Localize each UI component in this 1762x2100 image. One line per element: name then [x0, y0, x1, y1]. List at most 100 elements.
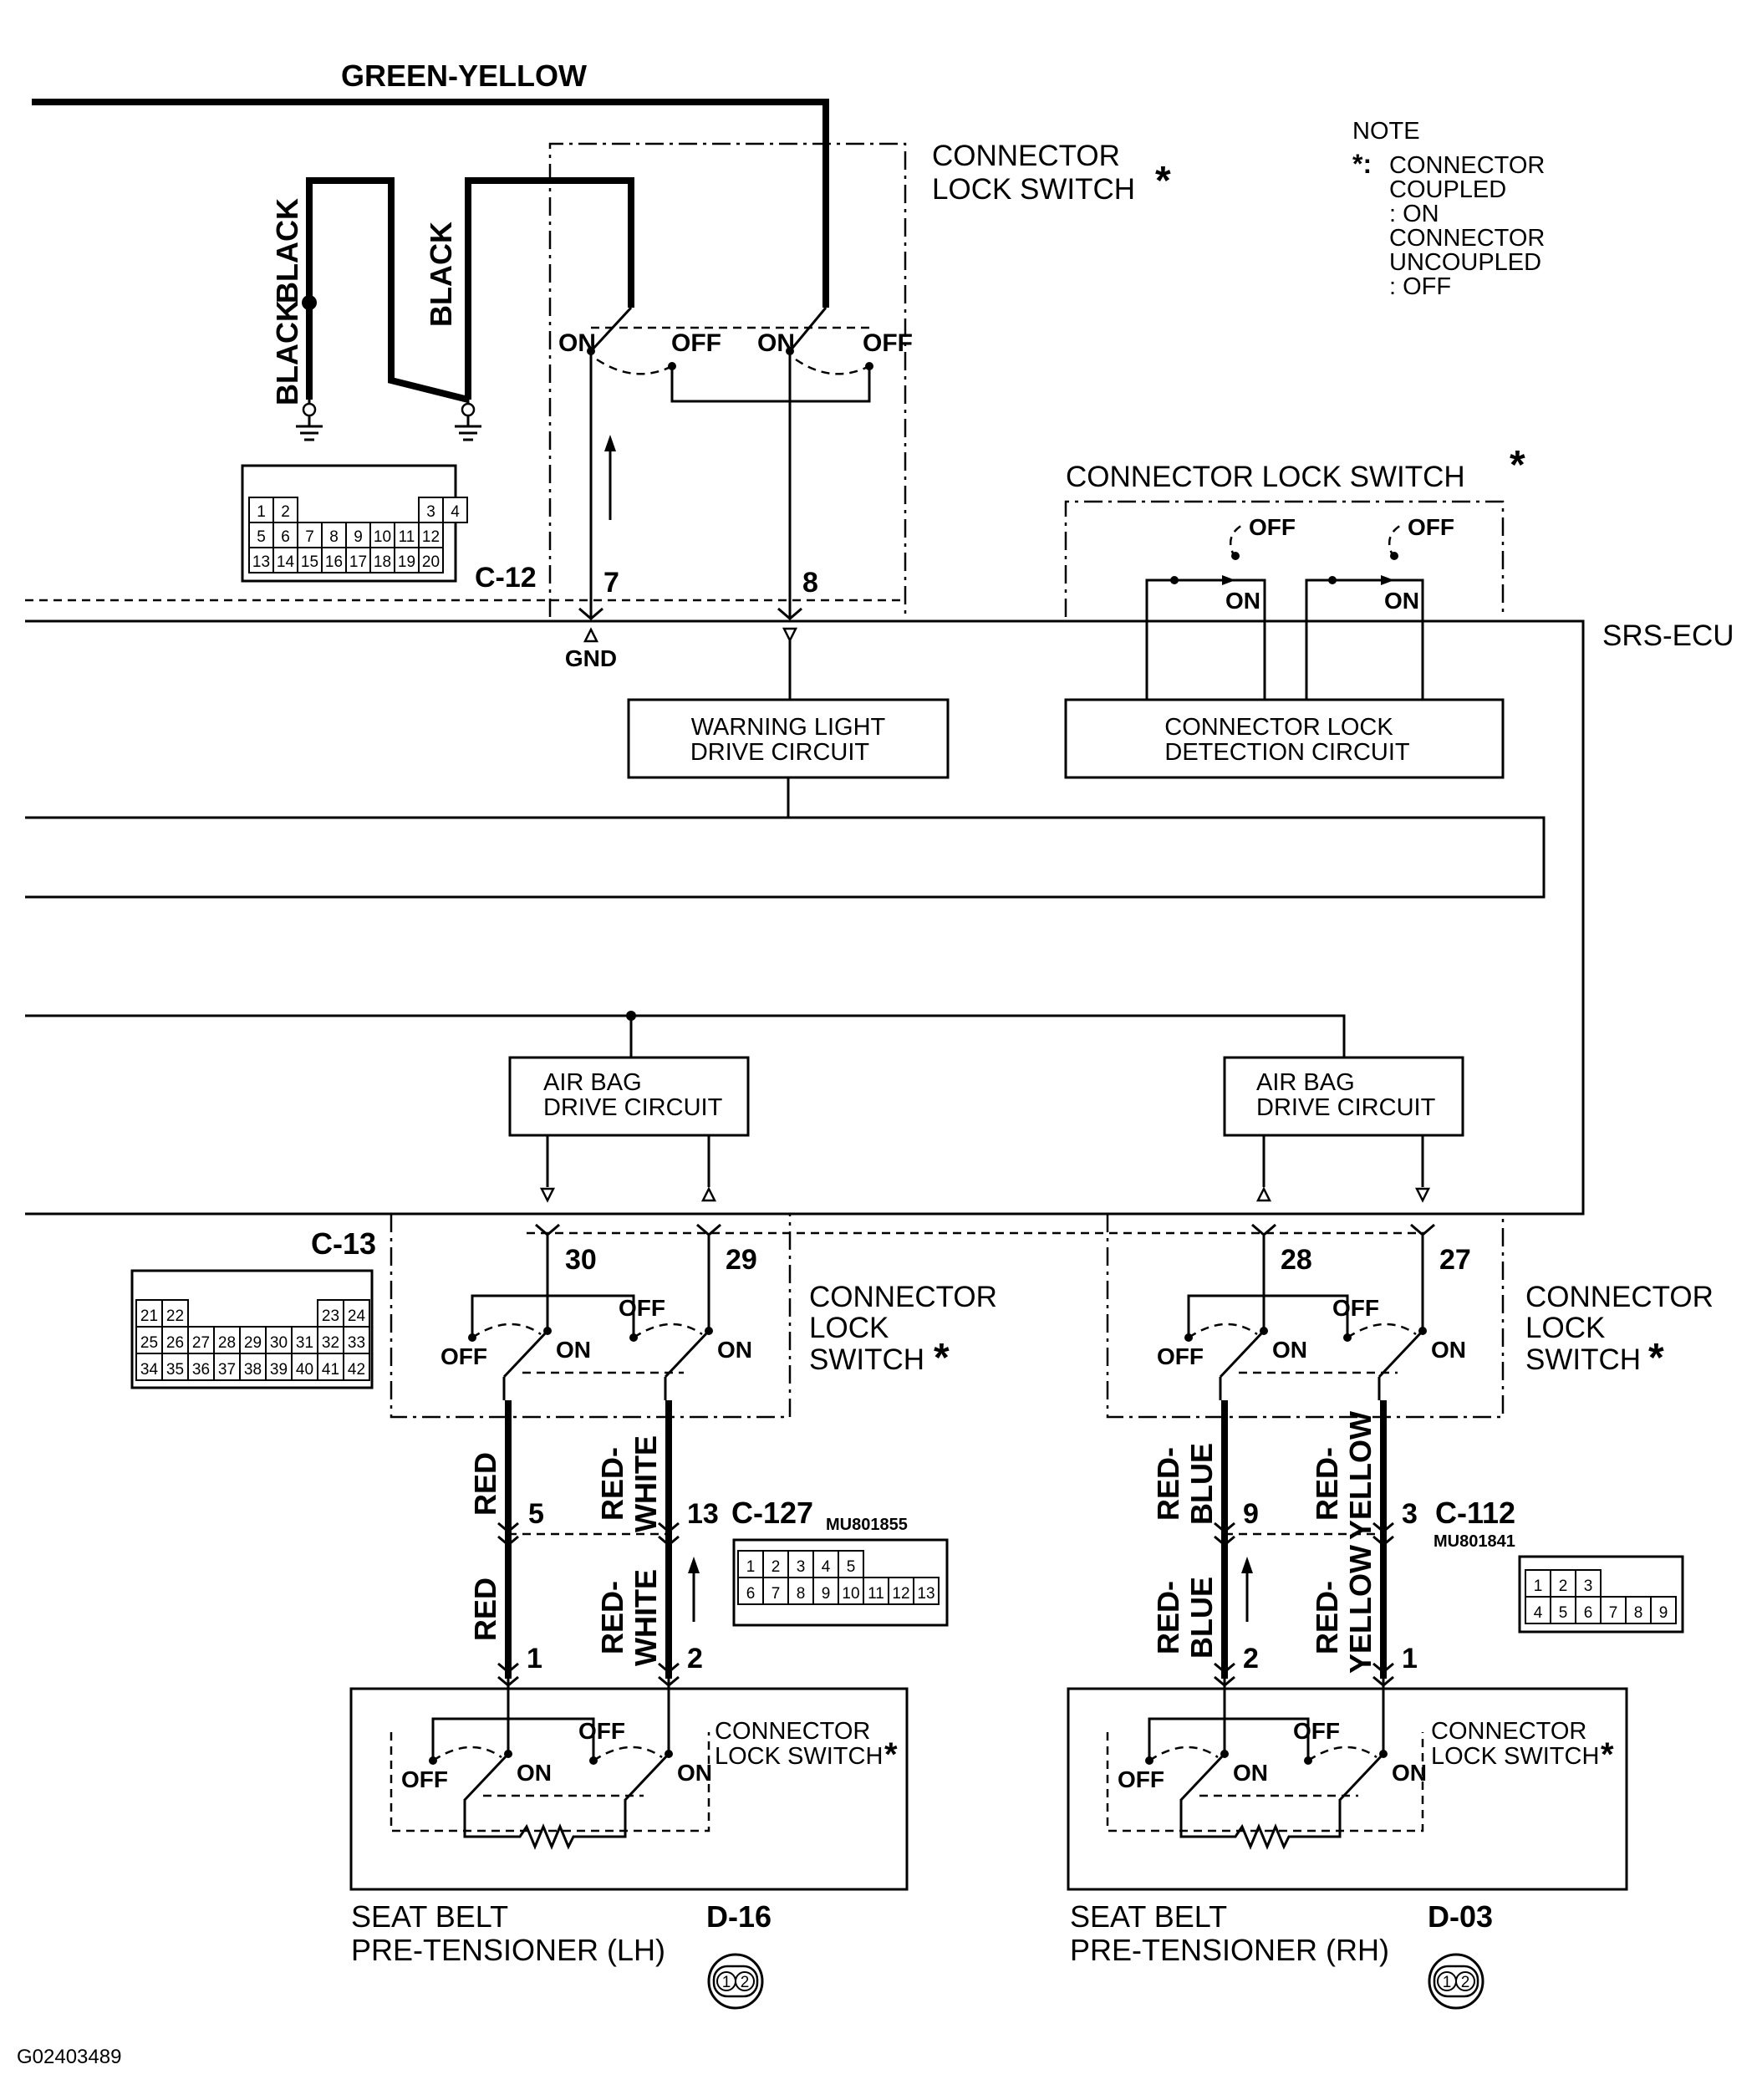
- connector-cavity: [345, 547, 371, 573]
- cavity-number: 3: [1584, 1578, 1593, 1595]
- note-line: COUPLED: [1389, 176, 1506, 203]
- pin-label: 28: [1281, 1244, 1312, 1276]
- ground-symbol: [296, 400, 323, 441]
- cavity-number: 13: [252, 553, 270, 571]
- pin-label: 29: [726, 1244, 757, 1276]
- connector-cavity: [321, 547, 347, 573]
- wire-color-label: YELLOW: [1343, 1545, 1378, 1674]
- warning-light-drive-circuit: WARNING LIGHT DRIVE CIRCUIT: [627, 698, 950, 818]
- cavity-number: 4: [822, 1558, 831, 1576]
- connector-cavity: [265, 1353, 293, 1381]
- connector-cavity: [838, 1550, 864, 1578]
- cavity-number: 17: [349, 553, 367, 571]
- component-label: PRE-TENSIONER (LH): [351, 1933, 665, 1967]
- cavity-number: 19: [398, 553, 415, 571]
- cavity-number: 4: [451, 503, 460, 521]
- cavity-number: 26: [166, 1334, 184, 1352]
- connector-cavity: [297, 547, 323, 573]
- cavity-number: 5: [1559, 1604, 1568, 1622]
- cavity-number: 21: [140, 1307, 158, 1325]
- wire-color-label: RED-: [1151, 1447, 1185, 1521]
- wire-color-label: RED-: [1310, 1447, 1344, 1521]
- cavity-number: 8: [329, 528, 339, 546]
- wire-color-label: YELLOW: [1343, 1411, 1378, 1540]
- connector-cavity: [1650, 1596, 1677, 1624]
- part-number-label: MU801855: [826, 1516, 908, 1534]
- cavity-number: 6: [281, 528, 290, 546]
- connector-c12-label: C-12: [475, 562, 537, 594]
- switch-label: LOCK SWITCH: [715, 1743, 883, 1770]
- part-number-label: MU801841: [1434, 1532, 1515, 1551]
- cavity-number: 39: [270, 1361, 288, 1379]
- switch-label: CONNECTOR: [932, 140, 1120, 172]
- cavity-number: 4: [1534, 1604, 1543, 1622]
- off-label: OFF: [578, 1718, 625, 1744]
- connector-cavity: [248, 547, 274, 573]
- block-label: DRIVE CIRCUIT: [1256, 1094, 1436, 1121]
- cavity-number: 5: [257, 528, 266, 546]
- black-wire-label: BLACK: [270, 300, 304, 405]
- resistor-icon: [463, 1799, 627, 1850]
- connector-cavity: [213, 1353, 241, 1381]
- cavity-number: 30: [270, 1334, 288, 1352]
- cavity-number: 31: [296, 1334, 313, 1352]
- pin-label: 27: [1439, 1244, 1471, 1276]
- block-label: AIR BAG: [543, 1069, 642, 1096]
- cavity-number: 20: [422, 553, 440, 571]
- cavity-number: 16: [325, 553, 343, 571]
- off-label: OFF: [1332, 1295, 1379, 1321]
- cavity-number: 6: [746, 1585, 756, 1603]
- on-label: ON: [1272, 1337, 1307, 1363]
- switch-label: SWITCH: [1525, 1343, 1641, 1376]
- connector-cavity: [913, 1577, 940, 1605]
- switch-label: SWITCH: [809, 1343, 924, 1376]
- cavity-number: 10: [842, 1585, 859, 1603]
- connector-cavity: [135, 1353, 163, 1381]
- block-label: CONNECTOR LOCK: [1164, 714, 1393, 741]
- connector-cavity: [213, 1326, 241, 1354]
- cavity-number: 8: [797, 1585, 806, 1603]
- cavity-number: 10: [374, 528, 391, 546]
- cavity-number: 7: [305, 528, 314, 546]
- cavity-number: 2: [772, 1558, 781, 1576]
- off-label: OFF: [401, 1766, 448, 1792]
- component-label: SEAT BELT: [1070, 1899, 1227, 1934]
- off-label: OFF: [671, 329, 721, 357]
- on-label: ON: [1225, 588, 1260, 614]
- cavity-number: 28: [218, 1334, 236, 1352]
- switch-label: LOCK SWITCH: [1431, 1743, 1599, 1770]
- cavity-number: 2: [281, 503, 290, 521]
- cavity-number: 11: [868, 1585, 884, 1603]
- cavity-number: 41: [322, 1361, 339, 1379]
- star-icon: *:: [1352, 149, 1372, 179]
- cavity-number: 13: [917, 1585, 934, 1603]
- cavity-number: 32: [322, 1334, 339, 1352]
- block-label: WARNING LIGHT: [691, 714, 886, 741]
- cavity-number: 3: [426, 503, 435, 521]
- connector-cavity: [297, 522, 323, 548]
- air-bag-drive-circuit-right: AIR BAG DRIVE CIRCUIT: [1223, 1056, 1464, 1203]
- srs-ecu-outline: SRS-ECU: [25, 619, 1734, 1216]
- wire-color-label: WHITE: [629, 1569, 663, 1666]
- cavity-number: 36: [192, 1361, 210, 1379]
- connector-cavity: [343, 1353, 370, 1381]
- ecu-connector-lock-switch: CONNECTOR LOCK SWITCH * OFF ON OFF ON: [1064, 443, 1525, 700]
- connector-cavity: [1525, 1596, 1551, 1624]
- connector-cavity: [343, 1299, 370, 1328]
- pin-label: 30: [565, 1244, 597, 1276]
- cavity-number: 12: [892, 1585, 909, 1603]
- cavity-number: 9: [1659, 1604, 1668, 1622]
- connector-c112-label: C-112: [1435, 1496, 1515, 1530]
- star-icon: *: [1510, 443, 1525, 487]
- star-icon: *: [934, 1336, 950, 1380]
- cavity-number: 7: [1609, 1604, 1618, 1622]
- off-label: OFF: [440, 1343, 487, 1369]
- cavity-number: 2: [1461, 1974, 1470, 1991]
- wire-color-label: RED-: [1310, 1581, 1344, 1654]
- connector-cavity: [317, 1353, 344, 1381]
- connector-d03-label: D-03: [1428, 1899, 1493, 1934]
- green-yellow-label: GREEN-YELLOW: [341, 59, 587, 93]
- wire-color-label: WHITE: [629, 1435, 663, 1532]
